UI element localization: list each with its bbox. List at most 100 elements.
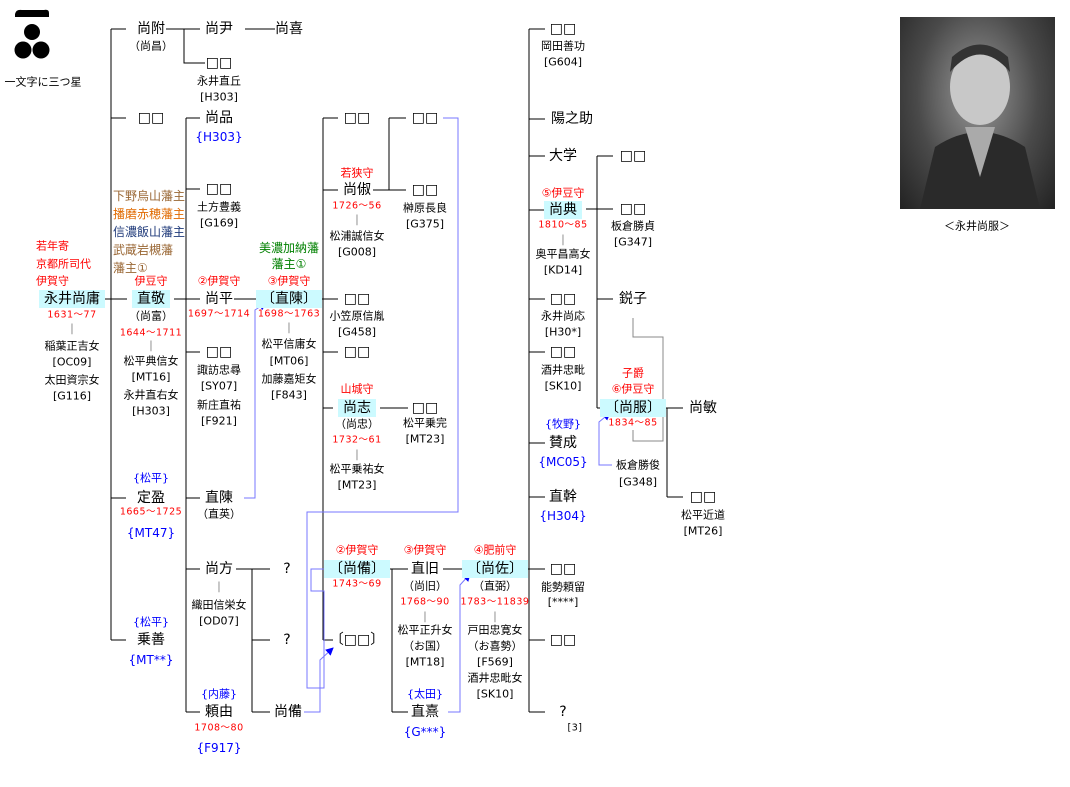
naonori-note: 奥平昌高女 <box>535 247 591 261</box>
naoyuki-date: 1732〜61 <box>332 434 382 446</box>
naohisa-note: [G116] <box>52 389 92 403</box>
unk-e3-note: [MT23] <box>405 432 445 446</box>
unk-d6-name: 〔□□〕 <box>329 632 385 648</box>
g-2-note: 松平近道 <box>681 508 725 522</box>
unk-e2-name: □□ <box>411 182 439 198</box>
naosuke-note: 酒井忠毗女 <box>467 671 523 685</box>
naohiro-title: 伊豆守 <box>134 274 168 288</box>
naohiro-bar: | <box>149 338 153 352</box>
naokata-note: [OD07] <box>199 614 239 628</box>
naohiro-note: 松平典信女 <box>123 354 179 368</box>
unk-b2-name: □□ <box>137 110 165 126</box>
adoption-link <box>632 318 664 442</box>
naomoto-note: [MT18] <box>405 655 445 669</box>
naoyoshi2-name: 尚俶 <box>343 182 371 198</box>
naonari-name: 〔尚備〕 <box>324 560 390 578</box>
unk-d3-note: 小笠原信胤 <box>329 309 385 323</box>
domains-tag: 下野烏山藩主 <box>113 189 186 203</box>
naomoto-bar: | <box>423 609 427 623</box>
tree-lines <box>101 28 683 713</box>
e-5-note: [H30*] <box>544 325 582 339</box>
naoyuki-note: [MT23] <box>337 478 377 492</box>
naonari-date: 1743〜69 <box>332 578 382 590</box>
naohisa-note: 稲葉正吉女 <box>44 339 100 353</box>
unk-c2-note: 土方豊義 <box>197 200 241 214</box>
domains-tag: 信濃飯山藩主 <box>113 225 186 239</box>
naosuke-note: （お喜勢） <box>467 639 523 653</box>
naohisa-note: 太田資宗女 <box>44 373 100 387</box>
unk-e1-name: □□ <box>411 110 439 126</box>
q2-name: ? <box>283 632 291 648</box>
naohiro-note: [MT16] <box>131 370 171 384</box>
naohisa-name: 永井尚庸 <box>39 290 105 308</box>
g-2-name: □□ <box>689 489 717 505</box>
naokata-note: 織田信栄女 <box>191 598 247 612</box>
naohiro-note: [H303] <box>132 404 170 418</box>
naoshina-tag: {H303} <box>195 130 243 144</box>
naoyoshi2-title: 若狭守 <box>340 166 374 180</box>
f-2-note: [G347] <box>613 235 653 249</box>
family-crest-icon <box>14 8 50 66</box>
unk-c3-name: □□ <box>205 344 233 360</box>
yoriyoshi-date: 1708〜80 <box>194 722 244 734</box>
naohiro2-name: 直熹 <box>411 704 439 720</box>
naohiro-note: （尚富） <box>129 309 173 323</box>
domains-tag: 播磨赤穂藩主 <box>113 207 186 221</box>
naonobu-c-name: 直陳 <box>205 490 233 506</box>
domains-tag: 武蔵岩槻藩 <box>113 243 174 257</box>
naohisa-note: [OC09] <box>52 355 92 369</box>
naotsuku-note: （尚昌） <box>129 39 173 53</box>
sadamitsu-name: 定盈 <box>137 490 165 506</box>
naonobu-c-note: （直英） <box>197 507 241 521</box>
unk-c3-note: 諏訪忠尋 <box>197 363 241 377</box>
naomoto-note: （お国） <box>403 639 447 653</box>
naonari-title: ②伊賀守 <box>335 543 379 557</box>
naokoto-title: 子爵 <box>622 366 644 380</box>
f-adopt-note: [G348] <box>618 475 658 489</box>
naonobu-note: 加藤嘉矩女 <box>261 372 317 386</box>
naonobu-tag: 藩主① <box>271 257 307 271</box>
e-6-note: 酒井忠毗 <box>541 363 585 377</box>
naokata-bar: | <box>217 579 221 593</box>
naomoto-name: 直旧 <box>411 561 439 577</box>
unk-e2-note: [G375] <box>405 217 445 231</box>
e-8-name: 直幹 <box>549 489 577 505</box>
yoriyoshi-name: 頼由 <box>205 704 233 720</box>
e-5-name: □□ <box>549 291 577 307</box>
naohisa-date: 1631〜77 <box>47 309 97 321</box>
naokoto-date: 1834〜85 <box>608 417 658 429</box>
naonori-title: ⑤伊豆守 <box>541 186 585 200</box>
q1-name: ? <box>283 561 291 577</box>
e-6-note: [SK10] <box>544 379 582 393</box>
naomoto-date: 1768〜90 <box>400 596 450 608</box>
unk-c2-note: [G169] <box>199 216 239 230</box>
e-7-tag: {MC05} <box>538 455 588 469</box>
noriyoshi-note: {松平} <box>133 615 169 629</box>
domains-tag: 藩主① <box>113 261 148 275</box>
naohiro-note: 永井直右女 <box>123 388 179 402</box>
naokoto-name: 〔尚服〕 <box>600 399 666 417</box>
naoyoshi2-bar: | <box>355 212 359 226</box>
unk-c2-name: □□ <box>205 181 233 197</box>
e-9-note: [****] <box>547 595 579 609</box>
naonori-date: 1810〜85 <box>538 219 588 231</box>
naonobu-name: 〔直陳〕 <box>256 290 322 308</box>
naosuke-date: 1783〜11839 <box>460 596 530 608</box>
naonobu-bar: | <box>287 320 291 334</box>
naonobu-tag: 美濃加納藩 <box>258 241 320 255</box>
noriyoshi-tag: {MT**} <box>128 653 174 667</box>
naosuke-note: [SK10] <box>476 687 514 701</box>
naonobu-title: ③伊賀守 <box>267 274 311 288</box>
naotada-name: 尚尹 <box>205 21 233 37</box>
unk-d4-name: □□ <box>343 344 371 360</box>
sadamitsu-note: {松平} <box>133 471 169 485</box>
naosuke-note: （直弼） <box>473 579 517 593</box>
naonori-name: 尚典 <box>544 201 582 219</box>
e-1-name: □□ <box>549 21 577 37</box>
naoshina-name: 尚品 <box>205 110 233 126</box>
naoyuki-note: （尚忠） <box>335 417 379 431</box>
naohira-date: 1697〜1714 <box>187 308 251 320</box>
yoriyoshi-tag: {F917} <box>196 741 242 755</box>
naoyuki-bar: | <box>355 447 359 461</box>
f-1-name: □□ <box>619 148 647 164</box>
